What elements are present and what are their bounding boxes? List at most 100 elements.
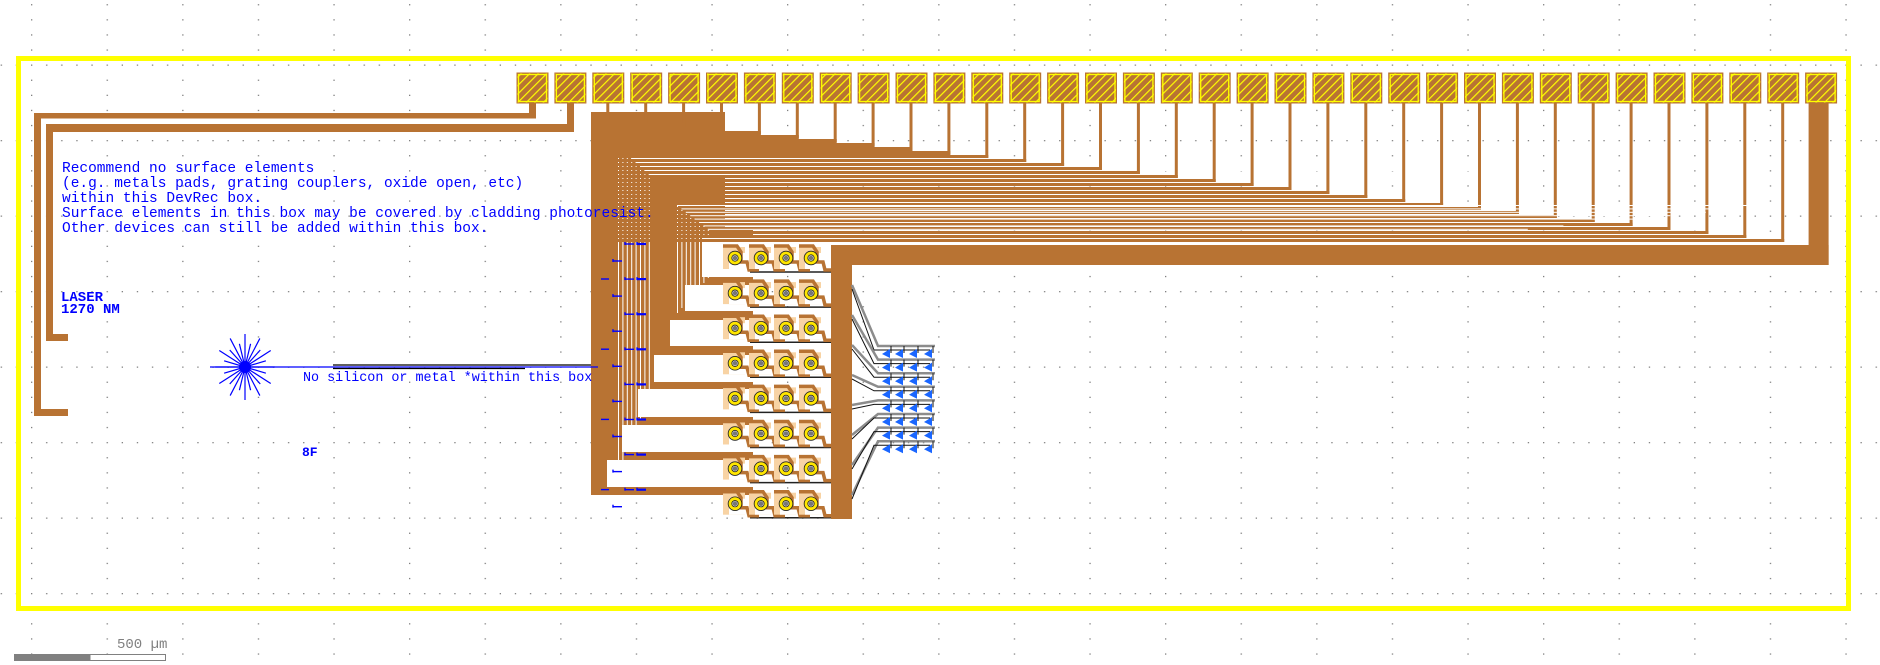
ring-center <box>758 466 764 471</box>
bond-pad-border <box>593 73 623 103</box>
ring <box>804 391 818 405</box>
bond-pad-border <box>1048 73 1078 103</box>
ring <box>728 356 742 370</box>
devrec-box[interactable] <box>16 56 1851 611</box>
ring <box>728 321 742 335</box>
metal-bar <box>725 417 753 425</box>
waveguide <box>851 288 930 351</box>
bond-pad <box>895 72 928 104</box>
scale-bar-fill <box>14 654 91 661</box>
no-silicon-note: No silicon or metal *within this box <box>303 371 592 386</box>
metal-trace <box>591 235 1747 238</box>
waveguide <box>851 431 930 470</box>
trace-gap <box>699 222 1599 223</box>
bond-pad <box>1009 72 1042 104</box>
metal-trace <box>1174 103 1178 178</box>
pin-markers <box>601 242 646 508</box>
waveguide <box>850 284 935 348</box>
metal-trace <box>591 135 799 140</box>
bond-pad-border <box>1503 73 1533 103</box>
note-line: (e.g. metals pads, grating couplers, oxi… <box>62 176 523 192</box>
ring-modulator <box>723 454 759 483</box>
bond-pad-border <box>1806 73 1836 103</box>
waveguide <box>851 412 935 436</box>
bond-pad-border <box>1692 73 1723 103</box>
bond-pad-fill <box>668 72 701 104</box>
bond-pad <box>1464 72 1496 104</box>
metal-trace <box>591 123 686 128</box>
ring <box>804 286 818 300</box>
bond-pad-border <box>1616 73 1647 103</box>
bond-pad-border <box>1124 73 1154 103</box>
devrec-note: Recommend no surface elements (e.g. meta… <box>62 161 654 237</box>
grating-coupler <box>924 430 932 440</box>
bond-pad <box>1350 72 1383 104</box>
bond-pad <box>668 72 701 104</box>
metal-trace <box>985 103 989 158</box>
metal-trace <box>909 103 913 150</box>
trace-gap <box>635 162 1576 163</box>
metal-trace <box>591 163 1065 166</box>
ring <box>804 321 818 335</box>
metal-trace <box>1250 103 1254 186</box>
bond-pad-border <box>1579 73 1609 103</box>
bus-gap <box>607 460 725 487</box>
ring-modulator <box>774 314 810 342</box>
bond-pad-fill <box>592 72 625 104</box>
ring-modulator <box>799 384 835 413</box>
bond-pad <box>743 72 776 104</box>
metal-trace <box>1212 103 1216 182</box>
ring <box>754 321 768 335</box>
bond-pad <box>1198 72 1231 104</box>
bond-pad-fill <box>1047 72 1080 104</box>
starburst-core <box>239 361 251 373</box>
metal-trace <box>1136 103 1140 174</box>
ring <box>779 391 793 405</box>
ring-center <box>758 290 764 296</box>
ring-modulator <box>774 419 810 448</box>
marking-label: 8F <box>302 445 318 460</box>
bond-pad-border <box>1351 73 1381 103</box>
trace-gap <box>648 174 1469 175</box>
grating-coupler <box>924 444 932 454</box>
trace-gap <box>677 205 678 313</box>
bond-pad-border <box>707 73 737 103</box>
bond-pad-border <box>1389 73 1419 103</box>
bond-pad-fill <box>933 72 966 104</box>
ring-modulator <box>774 489 810 518</box>
ring <box>804 462 818 476</box>
ring-modulator <box>723 244 759 272</box>
trace-gap <box>681 208 683 308</box>
bond-pad <box>1577 72 1610 104</box>
ring <box>804 251 818 265</box>
ring <box>754 427 768 440</box>
bond-pad-fill <box>1350 72 1383 104</box>
bond-pad-border <box>745 73 775 103</box>
trace-gap <box>703 225 705 283</box>
waveguide <box>851 403 930 410</box>
metal-trace <box>644 103 648 122</box>
metal-trace <box>795 103 799 138</box>
bond-pad <box>971 72 1004 104</box>
metal-trace <box>1705 103 1709 234</box>
bond-pad-fill <box>706 72 738 104</box>
bond-pad <box>1160 72 1193 104</box>
bond-pad <box>1767 72 1800 104</box>
metal-trace <box>591 139 837 144</box>
ring-modulator <box>723 349 759 378</box>
ring-modulator <box>749 419 785 448</box>
trace-gap <box>681 208 1742 210</box>
ring <box>779 497 793 511</box>
metal-trace <box>1591 103 1595 222</box>
ring-modulator <box>774 384 810 413</box>
bus-gap <box>654 355 725 382</box>
metal-trace <box>591 203 1444 206</box>
metal-trace <box>591 179 1216 182</box>
bond-pad-fill <box>1388 72 1421 104</box>
metal-bar <box>725 311 753 320</box>
ring-modulator <box>749 489 785 518</box>
ring-center <box>732 255 738 261</box>
bond-pad-border <box>555 73 586 103</box>
waveguide <box>851 344 935 375</box>
